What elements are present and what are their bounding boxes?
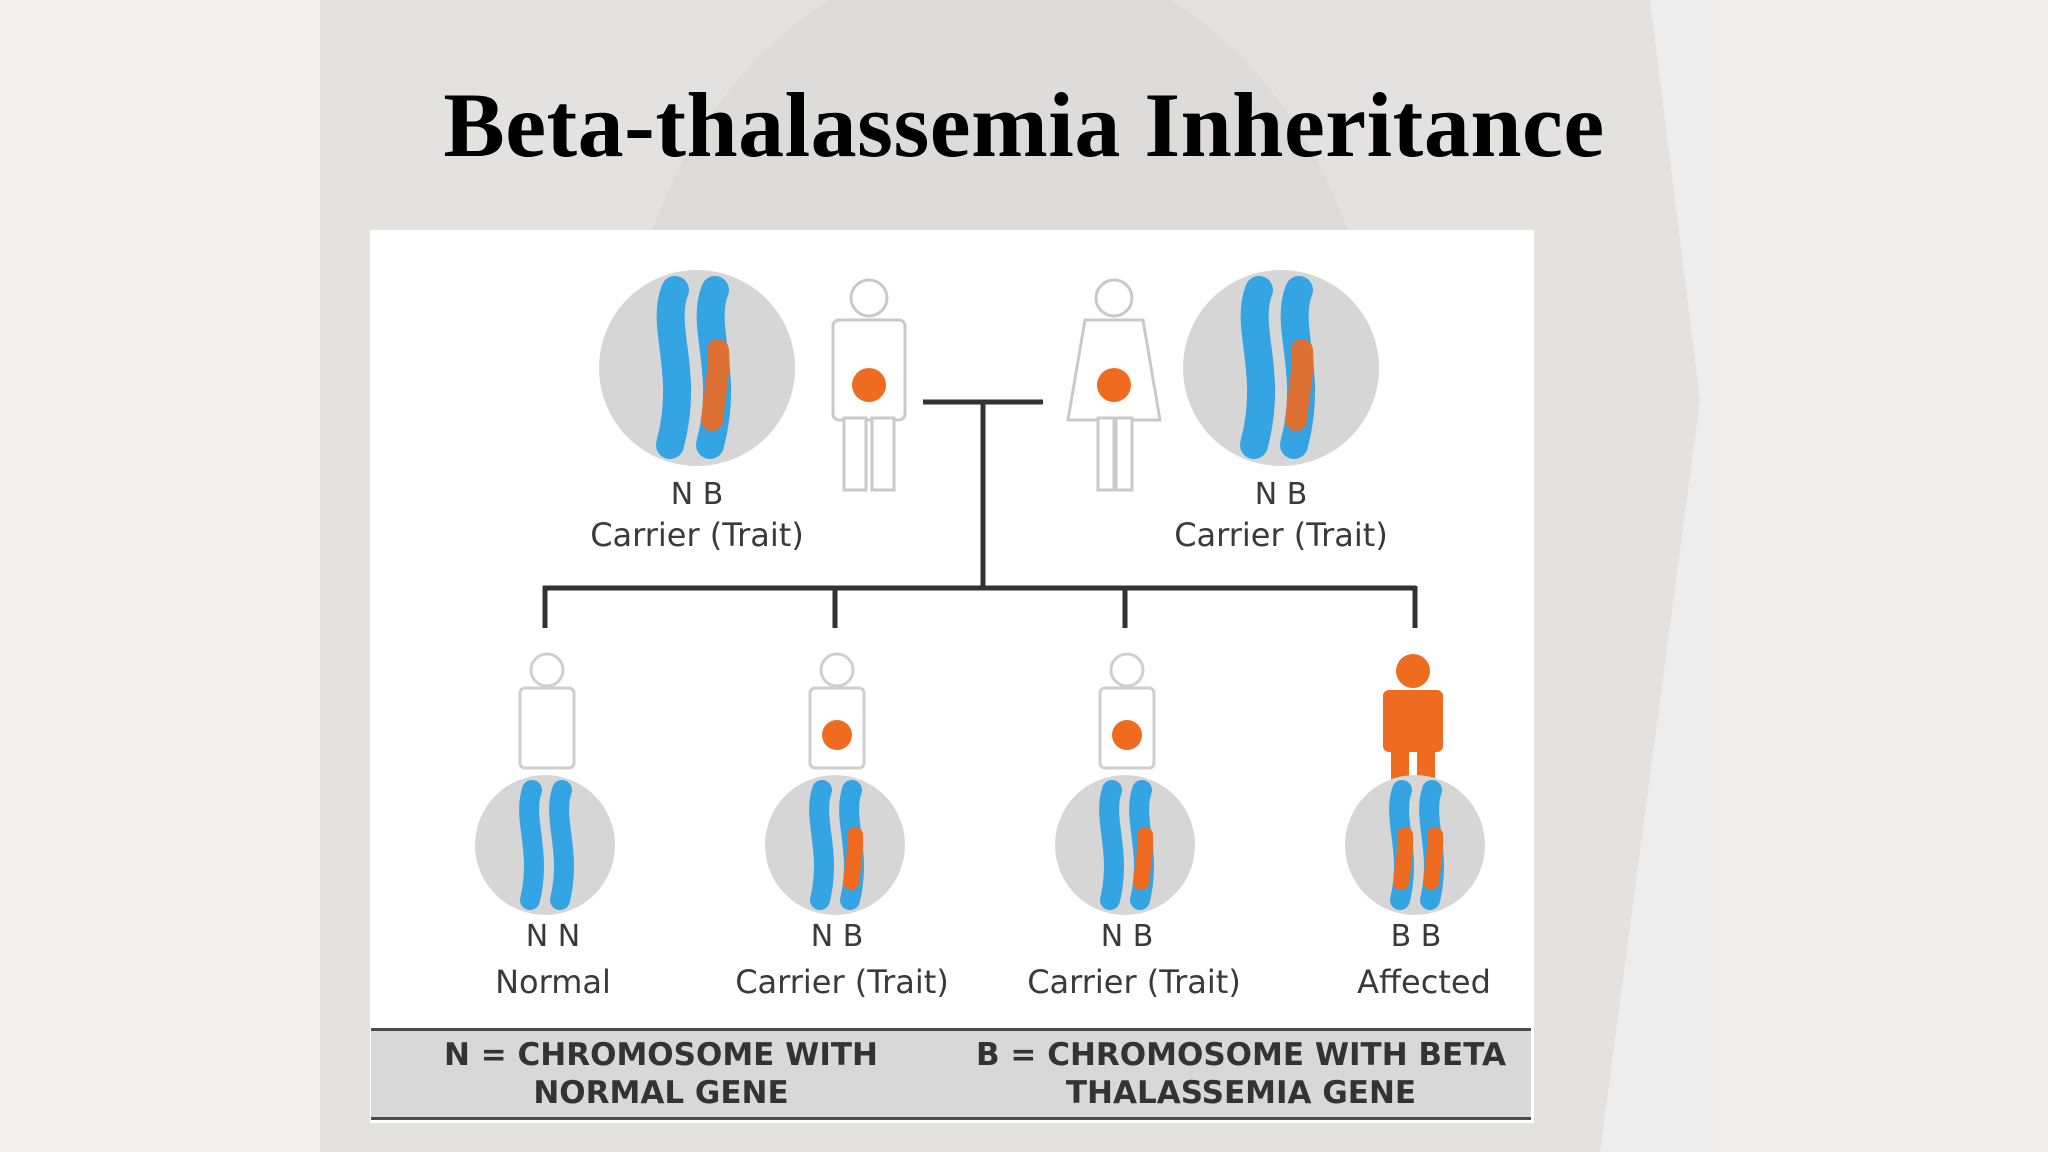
parent-status-label: Carrier (Trait)	[590, 516, 804, 554]
child-allele-label: N B	[1101, 919, 1154, 954]
slide-title: Beta-thalassemia Inheritance	[443, 74, 1605, 176]
child-status-label: Normal	[495, 963, 611, 1001]
gene-legend: N = CHROMOSOME WITH NORMAL GENE B = CHRO…	[371, 1028, 1531, 1120]
child-status-label: Carrier (Trait)	[1027, 963, 1241, 1001]
child-allele-label: B B	[1391, 919, 1442, 954]
parent-allele-label: N B	[671, 477, 724, 512]
legend-normal-gene: N = CHROMOSOME WITH NORMAL GENE	[444, 1037, 878, 1111]
parent-status-label: Carrier (Trait)	[1174, 516, 1388, 554]
parent-allele-label: N B	[1255, 477, 1308, 512]
child-chromosome-pair	[1345, 775, 1485, 915]
child-status-label: Affected	[1357, 963, 1491, 1001]
pedigree-lines	[542, 399, 1418, 628]
child-chromosome-pair	[1055, 775, 1195, 915]
parent-chromosome-pair	[1183, 270, 1379, 466]
inheritance-diagram-panel: N B Carrier (Trait) N B Carrier (Trait)	[370, 230, 1534, 1123]
legend-thalassemia-gene: B = CHROMOSOME WITH BETA THALASSEMIA GEN…	[976, 1037, 1506, 1111]
father-carrier-figure	[831, 278, 907, 492]
parent-chromosome-pair	[599, 270, 795, 466]
child-normal-figure	[518, 652, 576, 770]
child-carrier-figure	[1098, 652, 1156, 770]
inheritance-diagram: N B Carrier (Trait) N B Carrier (Trait)	[475, 270, 1491, 1001]
child-affected-figure	[1383, 654, 1443, 795]
mother-carrier-figure	[1066, 278, 1162, 492]
child-carrier-figure	[808, 652, 866, 770]
child-allele-label: N B	[811, 919, 864, 954]
child-status-label: Carrier (Trait)	[735, 963, 949, 1001]
child-chromosome-pair	[475, 775, 615, 915]
child-allele-label: N N	[526, 919, 580, 954]
child-chromosome-pair	[765, 775, 905, 915]
